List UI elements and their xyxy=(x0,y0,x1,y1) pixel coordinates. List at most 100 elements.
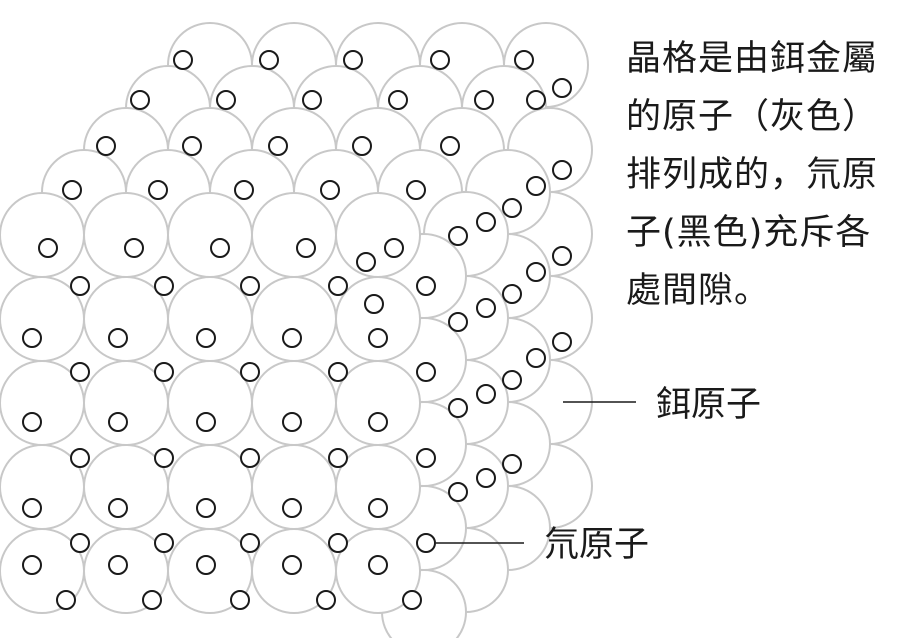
deuterium-atom xyxy=(448,398,468,418)
deuterium-atom xyxy=(364,294,384,314)
caption-line: 排列成的，氘原 xyxy=(626,155,879,195)
deuterium-atom xyxy=(240,276,260,296)
deuterium-atom xyxy=(474,90,494,110)
deuterium-atom xyxy=(268,136,288,156)
deuterium-atom xyxy=(22,555,42,575)
deuterium-atom xyxy=(526,348,546,368)
deuterium-atom xyxy=(282,555,302,575)
deuterium-atom xyxy=(108,412,128,432)
deuterium-atom xyxy=(416,533,436,553)
deuterium-atom xyxy=(448,312,468,332)
deuterium-atom xyxy=(526,176,546,196)
deuterium-atom xyxy=(108,498,128,518)
deuterium-atom xyxy=(234,180,254,200)
erbium-atom xyxy=(83,192,169,278)
deuterium-atom xyxy=(22,328,42,348)
deuterium-atom xyxy=(416,276,436,296)
deuterium-atom xyxy=(62,180,82,200)
erbium-atom xyxy=(167,276,253,362)
deuterium-atom xyxy=(154,448,174,468)
deuterium-atom xyxy=(402,590,422,610)
deuterium-atom xyxy=(56,590,76,610)
deuterium-atom xyxy=(552,160,572,180)
erbium-atom xyxy=(335,192,421,278)
deuterium-atom xyxy=(130,90,150,110)
deuterium-atom xyxy=(502,370,522,390)
deuterium-atom xyxy=(240,533,260,553)
deuterium-atom xyxy=(124,238,144,258)
erbium-atom xyxy=(251,276,337,362)
deuterium-atom xyxy=(316,590,336,610)
deuterium-atom xyxy=(343,50,363,70)
deuterium-atom xyxy=(154,276,174,296)
deuterium-atom xyxy=(352,136,372,156)
erbium-atom xyxy=(335,276,421,362)
deuterium-atom xyxy=(328,448,348,468)
deuterium-atom xyxy=(406,180,426,200)
deuterium-atom xyxy=(430,50,450,70)
deuterium-atom xyxy=(108,328,128,348)
deuterium-atom xyxy=(526,262,546,282)
deuterium-atom xyxy=(196,555,216,575)
deuterium-atom xyxy=(476,298,496,318)
caption: 晶格是由鉺金屬 的原子（灰色） 排列成的，氘原 子(黑色)充斥各 處間隙。 xyxy=(626,30,922,320)
deuterium-atom xyxy=(328,533,348,553)
deuterium-atom xyxy=(210,238,230,258)
erbium-atom xyxy=(167,360,253,446)
deuterium-atom xyxy=(476,384,496,404)
deuterium-atom xyxy=(282,412,302,432)
deuterium-atom xyxy=(22,412,42,432)
deuterium-atom xyxy=(38,238,58,258)
deuterium-atom xyxy=(302,90,322,110)
deuterium-atom xyxy=(368,498,388,518)
deuterium-atom xyxy=(259,50,279,70)
deuterium-atom xyxy=(142,590,162,610)
erbium-atom xyxy=(167,192,253,278)
deuterium-atom xyxy=(196,328,216,348)
deuterium-atom xyxy=(154,533,174,553)
caption-line: 的原子（灰色） xyxy=(626,97,879,137)
erbium-atoms xyxy=(0,22,593,638)
deuterium-atom xyxy=(282,498,302,518)
deuterium-atom xyxy=(230,590,250,610)
deuterium-atom xyxy=(368,555,388,575)
erbium-atom xyxy=(0,192,85,278)
deuterium-atom xyxy=(384,238,404,258)
deuterium-atom xyxy=(70,448,90,468)
deuterium-atom xyxy=(182,136,202,156)
deuterium-atom xyxy=(476,212,496,232)
deuterium-atom xyxy=(476,468,496,488)
deuterium-atom xyxy=(22,498,42,518)
caption-line: 晶格是由鉺金屬 xyxy=(626,39,879,79)
erbium-atom-label: 鉺原子 xyxy=(656,385,762,425)
deuterium-atom xyxy=(296,238,316,258)
deuterium-atom xyxy=(328,362,348,382)
deuterium-atom xyxy=(416,362,436,382)
deuterium-atom xyxy=(502,454,522,474)
deuterium-atom xyxy=(282,328,302,348)
deuterium-atom xyxy=(240,448,260,468)
deuterium-atom xyxy=(388,90,408,110)
deuterium-atom xyxy=(416,448,436,468)
deuterium-atom xyxy=(448,226,468,246)
caption-line: 子(黑色)充斥各 xyxy=(626,213,872,253)
deuterium-atom xyxy=(96,136,116,156)
deuterium-atom xyxy=(552,78,572,98)
deuterium-atom xyxy=(70,533,90,553)
erbium-atom xyxy=(335,360,421,446)
deuterium-atom xyxy=(108,555,128,575)
deuterium-atom xyxy=(552,332,572,352)
deuterium-atom xyxy=(502,198,522,218)
deuterium-atom xyxy=(328,276,348,296)
deuterium-atom xyxy=(502,284,522,304)
deuterium-atom xyxy=(368,412,388,432)
deuterium-atom xyxy=(440,136,460,156)
deuterium-atoms xyxy=(22,50,572,610)
deuterium-atom xyxy=(448,482,468,502)
deuterium-atom xyxy=(173,50,193,70)
deuterium-atom xyxy=(356,252,376,272)
deuterium-atom xyxy=(148,180,168,200)
deuterium-atom xyxy=(514,50,534,70)
deuterium-atom xyxy=(196,412,216,432)
deuterium-atom xyxy=(526,90,546,110)
